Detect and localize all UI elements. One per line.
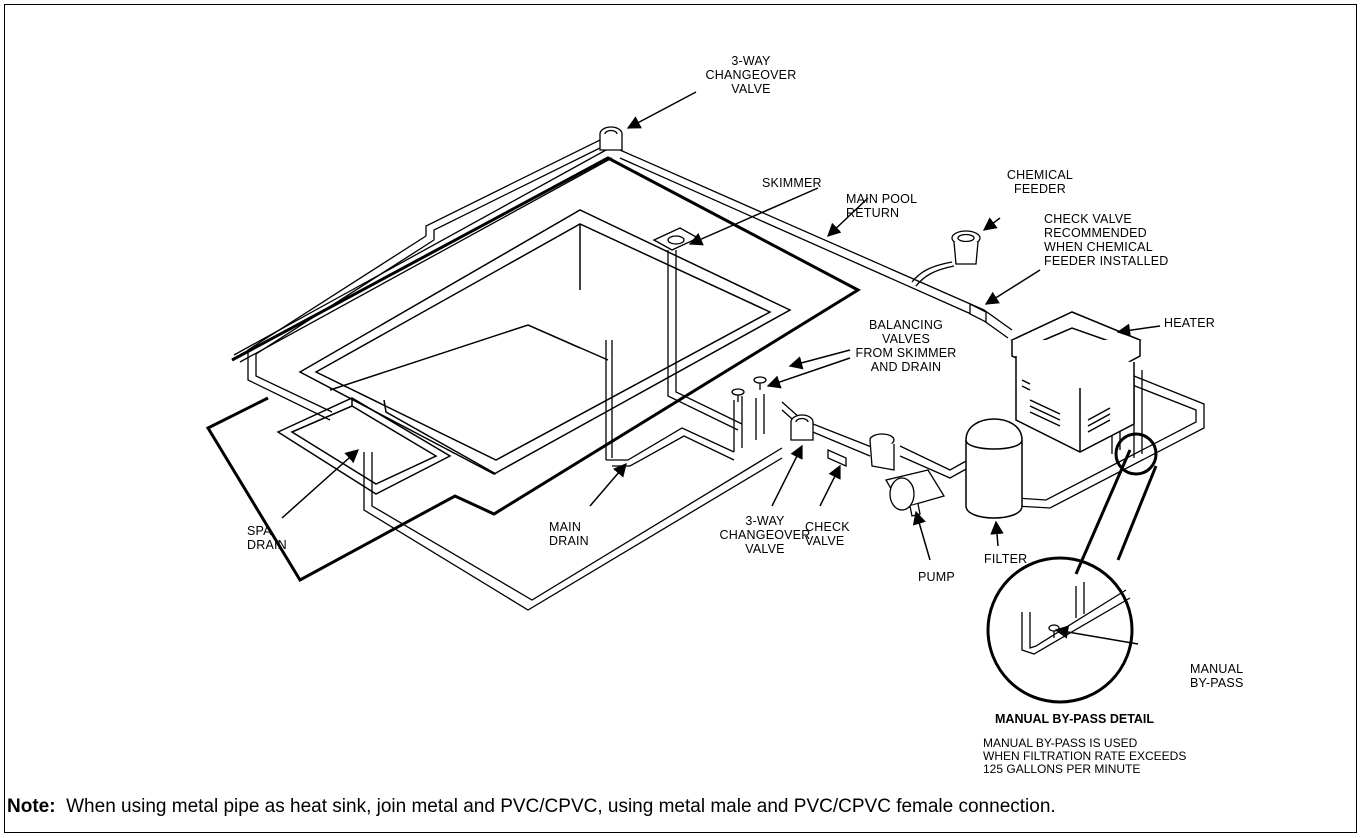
label-pump: PUMP: [918, 570, 955, 584]
check-valve-inline: [827, 302, 987, 468]
leader-arrows: [281, 91, 1161, 645]
pool-deck-outline: [205, 156, 862, 583]
bypass-detail-circle: [986, 432, 1158, 704]
label-heater: HEATER: [1164, 316, 1215, 330]
three-way-valve-top: [599, 126, 623, 151]
label-main-pool-return: MAIN POOL RETURN: [846, 192, 918, 220]
footnote-text: When using metal pipe as heat sink, join…: [66, 796, 1056, 817]
label-check-valve: CHECK VALVE: [805, 520, 850, 548]
detail-title: MANUAL BY-PASS DETAIL: [995, 712, 1155, 726]
detail-note: MANUAL BY-PASS IS USED WHEN FILTRATION R…: [983, 736, 1187, 776]
pump-device: [869, 433, 946, 517]
footnote: Note: When using metal pipe as heat sink…: [7, 796, 1357, 818]
label-check-valve-recommended: CHECK VALVE RECOMMENDED WHEN CHEMICAL FE…: [1044, 212, 1169, 268]
filter-device: [965, 418, 1023, 519]
label-skimmer: SKIMMER: [762, 176, 822, 190]
balancing-valve-handles: [731, 376, 767, 402]
label-manual-bypass: MANUAL BY-PASS: [1190, 662, 1244, 690]
label-spa-drain: SPA DRAIN: [247, 524, 287, 552]
three-way-valve-bottom: [790, 414, 814, 441]
label-main-drain: MAIN DRAIN: [549, 520, 589, 548]
label-chemical-feeder: CHEMICAL FEEDER: [1006, 168, 1074, 196]
label-balancing-valves: BALANCING VALVES FROM SKIMMER AND DRAIN: [855, 318, 957, 374]
pool-basin: [298, 209, 792, 475]
label-three-way-changeover-valve-top: 3-WAY CHANGEOVER VALVE: [705, 54, 797, 96]
label-filter: FILTER: [984, 552, 1028, 566]
footnote-prefix: Note:: [7, 796, 56, 817]
chemical-feeder-device: [911, 230, 981, 287]
bypass-detail-pipes: [1021, 582, 1131, 655]
label-three-way-changeover-valve-bottom: 3-WAY CHANGEOVER VALVE: [719, 514, 811, 556]
skimmer-fitting: [652, 227, 700, 251]
heater-device: [1010, 311, 1142, 453]
